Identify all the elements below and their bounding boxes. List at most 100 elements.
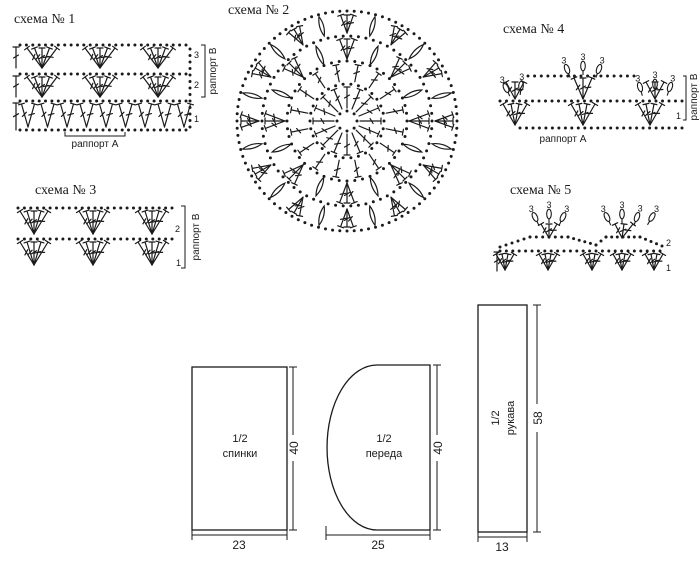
chain-stitch [298, 48, 302, 52]
chain-stitch [308, 119, 312, 123]
picot-chain-count: 3 [635, 73, 640, 83]
chain-stitch [430, 111, 434, 115]
chain-stitch [364, 87, 367, 91]
chain-stitch [278, 206, 282, 210]
chain-stitch [371, 200, 375, 204]
chain-stitch [107, 128, 111, 132]
double-crochet [514, 101, 531, 126]
chain-stitch [114, 128, 118, 132]
chain-stitch [106, 237, 110, 241]
double-crochet [499, 101, 516, 126]
double-crochet [390, 196, 404, 215]
chain-stitch [437, 58, 440, 62]
chain-stitch [88, 128, 92, 132]
chain-stitch [406, 211, 410, 214]
chain-stitch [609, 99, 612, 103]
chain-stitch [447, 77, 451, 81]
chain-stitch [50, 43, 54, 47]
chain-stitch [157, 237, 161, 241]
chain-stitch [152, 99, 156, 103]
petal-stitch [430, 92, 453, 100]
chain-stitch [127, 99, 130, 103]
chain-stitch [69, 99, 73, 103]
chain-stitch [326, 202, 330, 206]
chain-stitch [330, 177, 333, 181]
chain-stitch [114, 72, 118, 76]
chain-stitch [24, 43, 28, 47]
chain-stitch [335, 119, 339, 123]
petal-stitch [368, 204, 376, 227]
chain-stitch [330, 61, 333, 65]
chain-stitch [76, 43, 79, 47]
double-crochet [642, 80, 656, 100]
chain-stitch [511, 249, 515, 253]
double-crochet [408, 110, 431, 122]
chain-stitch [303, 17, 307, 21]
chain-stitch [394, 20, 398, 24]
chain-stitch [449, 154, 453, 158]
chain-stitch [632, 235, 636, 239]
picot-loop [652, 78, 658, 90]
double-crochet [390, 164, 403, 186]
chain-stitch [341, 82, 345, 86]
chain-stitch [393, 156, 397, 159]
chain-stitch [265, 149, 269, 153]
chain-stitch [541, 235, 545, 239]
scheme-5-row-1-number: 1 [666, 263, 671, 273]
chain-stitch [44, 43, 47, 47]
double-crochet [535, 251, 549, 271]
chain-stitch [635, 126, 639, 130]
chain-stitch [378, 197, 382, 201]
petal-stitch [369, 175, 379, 198]
double-crochet [12, 75, 20, 98]
chain-stitch [63, 43, 67, 47]
chain-stitch [157, 206, 161, 210]
chain-stitch [645, 249, 649, 253]
chain-stitch [101, 99, 105, 103]
chain-stitch [575, 249, 579, 253]
chain-stitch [243, 161, 247, 165]
chain-stitch [171, 128, 175, 132]
chain-stitch [628, 99, 632, 103]
chain-stitch [114, 99, 118, 103]
chain-stitch [287, 135, 291, 138]
chain-stitch [290, 214, 294, 218]
chain-stitch [404, 180, 408, 184]
double-crochet [291, 164, 304, 186]
sleeve-width-value: 13 [495, 540, 509, 554]
chain-stitch [139, 128, 143, 132]
double-crochet [251, 164, 272, 172]
chain-stitch [268, 82, 272, 86]
chain-stitch [345, 179, 349, 183]
chain-stitch [258, 52, 262, 56]
sleeve-piece-fraction: 1/2 [490, 410, 502, 425]
chain-stitch [361, 61, 364, 65]
double-crochet [255, 164, 272, 182]
picot-loop [518, 80, 524, 92]
chain-stitch [317, 13, 320, 17]
chain-stitch [82, 43, 86, 47]
chain-stitch [566, 74, 570, 78]
double-crochet [148, 210, 156, 235]
double-crochet [290, 196, 304, 215]
chain-stitch [364, 36, 368, 40]
double-crochet [239, 111, 260, 122]
chain-stitch [112, 206, 116, 210]
chain-stitch [22, 206, 26, 210]
chain-stitch [570, 126, 574, 130]
chain-stitch [29, 237, 33, 241]
chain-stitch [188, 93, 192, 96]
scheme-3-diagram [16, 206, 174, 266]
chain-stitch [367, 11, 370, 15]
chain-stitch [18, 99, 22, 103]
chain-stitch [356, 84, 360, 88]
double-crochet [422, 60, 439, 78]
chain-stitch [320, 147, 324, 150]
double-crochet [351, 132, 364, 155]
sleeve-height-dimension-line [533, 304, 541, 533]
double-crochet [38, 76, 46, 98]
chain-stitch [531, 126, 535, 130]
chain-stitch [400, 214, 404, 218]
double-crochet [408, 120, 431, 132]
